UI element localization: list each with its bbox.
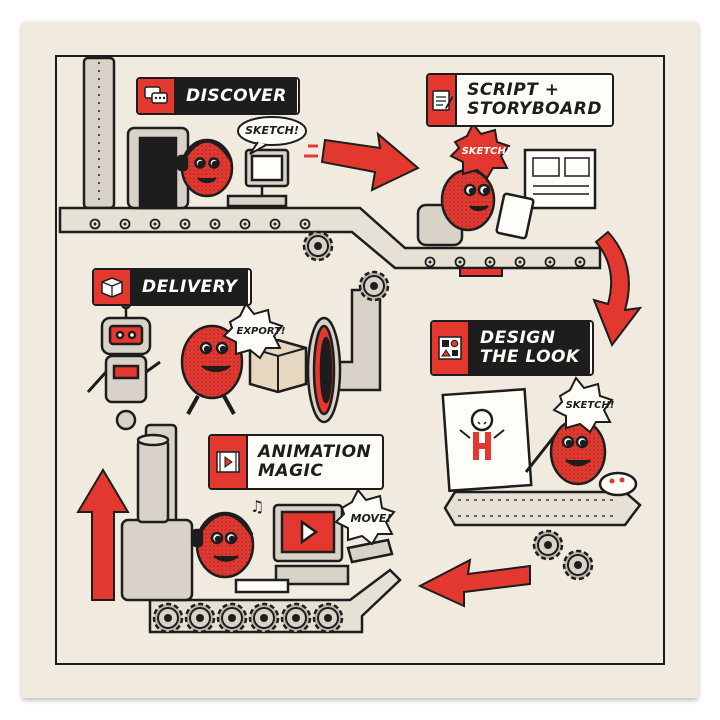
stage-label-delivery: DELIVERY [92,268,252,306]
conveyor-top [58,206,602,302]
delivery-robot [86,298,161,431]
design-easel [441,387,533,493]
bubble-text-design: SKETCH! [565,400,615,411]
discover-computer [226,148,290,208]
animation-character [191,511,255,579]
pipe-top-left [82,56,116,210]
conveyor-bottom [148,568,402,634]
script-burst [449,122,511,180]
discover-machine [126,126,190,210]
arrow-script-to-design [592,230,643,348]
notepad-icon [428,75,458,125]
stage-title-discover: DISCOVER [176,79,297,113]
storyboard-panel [523,148,597,210]
delivery-portal [306,316,342,424]
bubble-text-animation: MOVE! [350,512,392,525]
arrow-discover-to-script [320,131,420,192]
design-character [524,418,638,497]
delivery-burst [222,302,284,360]
poster-frame [55,55,665,665]
script-character [416,168,535,247]
stage-title-script: SCRIPT + STORYBOARD [457,75,612,125]
box-icon [94,270,132,304]
stage-title-animation: ANIMATION MAGIC [248,436,382,488]
palette-grid-icon [432,322,470,374]
arrow-animation-to-delivery [76,468,130,601]
design-burst [552,376,614,434]
discover-character [176,138,234,198]
stage-label-script: SCRIPT + STORYBOARD [426,73,614,127]
animation-booth [120,433,194,602]
stage-label-animation: ANIMATION MAGIC [208,434,384,490]
animation-computer [234,503,394,594]
stage-label-discover: DISCOVER [136,77,300,115]
bubble-text-delivery: EXPORT! [236,326,286,337]
music-note-icon: ♫ [250,497,264,516]
stage-title-delivery: DELIVERY [132,270,248,304]
bubble-text-discover: SKETCH! [245,124,299,137]
discover-bubble [237,116,307,155]
delivery-character [180,324,244,415]
animation-burst [334,488,396,546]
film-play-icon [210,436,248,488]
stage-title-design: DESIGN THE LOOK [470,322,590,374]
stage-label-design: DESIGN THE LOOK [430,320,594,376]
arrow-design-to-animation [417,558,531,608]
chat-icon [138,79,176,113]
bubble-text-script: SKETCH! [461,146,511,157]
conveyor-design [443,490,642,581]
